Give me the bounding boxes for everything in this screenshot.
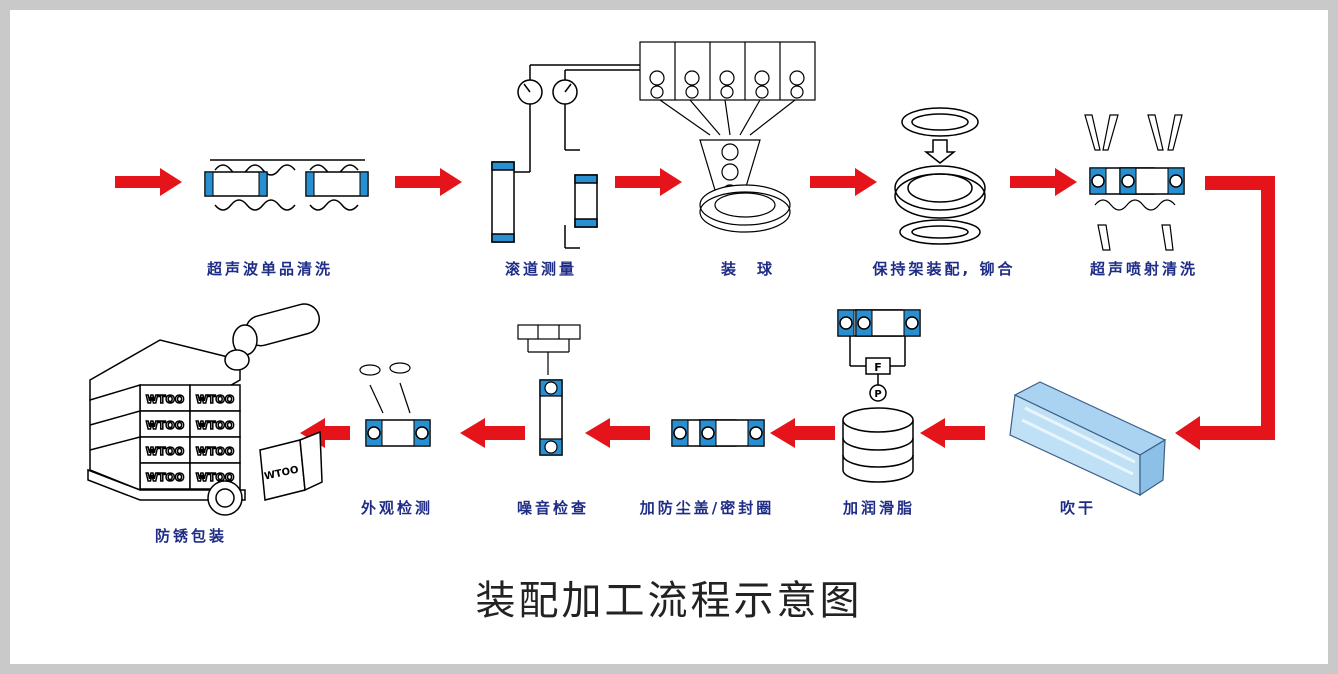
arrow-right-3 bbox=[615, 168, 682, 196]
step-label-2: 滚道测量 bbox=[504, 260, 578, 278]
step-label-4: 保持架装配, 铆合 bbox=[872, 260, 1016, 278]
step-label-11: 防锈包装 bbox=[154, 527, 228, 545]
arrow-left-1 bbox=[920, 418, 985, 448]
diagram-title: 装配加工流程示意图 bbox=[475, 578, 863, 624]
step3-ball-loading-illustration bbox=[639, 41, 816, 233]
step-label-1: 超声波单品清洗 bbox=[206, 260, 334, 278]
arrow-right-1 bbox=[115, 168, 182, 196]
step9-noise-check-illustration bbox=[517, 324, 581, 456]
arrow-right-4 bbox=[810, 168, 877, 196]
step10-visual-inspection-illustration bbox=[359, 362, 431, 447]
step-label-8: 加防尘盖/密封圈 bbox=[639, 499, 775, 517]
diagram-frame bbox=[10, 10, 1328, 664]
step5-spray-cleaning-illustration bbox=[1084, 114, 1185, 251]
svg-text:P: P bbox=[874, 389, 881, 400]
svg-text:F: F bbox=[874, 361, 882, 374]
step11-packaging-illustration: WTOO bbox=[87, 303, 323, 516]
step-label-5: 超声喷射清洗 bbox=[1089, 260, 1199, 278]
step6-blow-dry-illustration bbox=[1009, 381, 1167, 497]
step2-raceway-measurement-illustration bbox=[491, 64, 640, 249]
arrow-turn-down bbox=[1175, 176, 1275, 450]
arrow-right-2 bbox=[395, 168, 462, 196]
step-label-7: 加润滑脂 bbox=[842, 499, 916, 517]
arrow-left-3 bbox=[585, 418, 650, 448]
step-label-3: 装 球 bbox=[720, 260, 776, 278]
step8-seal-illustration bbox=[671, 419, 765, 447]
step4-cage-assembly-illustration bbox=[894, 107, 986, 245]
step-label-9: 噪音检查 bbox=[516, 499, 590, 517]
arrow-left-4 bbox=[460, 418, 525, 448]
step-label-10: 外观检测 bbox=[360, 499, 434, 517]
step1-ultrasonic-cleaning-illustration bbox=[204, 159, 369, 211]
arrow-right-5 bbox=[1010, 168, 1077, 196]
arrow-left-2 bbox=[770, 418, 835, 448]
step7-add-grease-illustration: F P bbox=[837, 309, 921, 483]
step-label-6: 吹干 bbox=[1059, 499, 1097, 517]
